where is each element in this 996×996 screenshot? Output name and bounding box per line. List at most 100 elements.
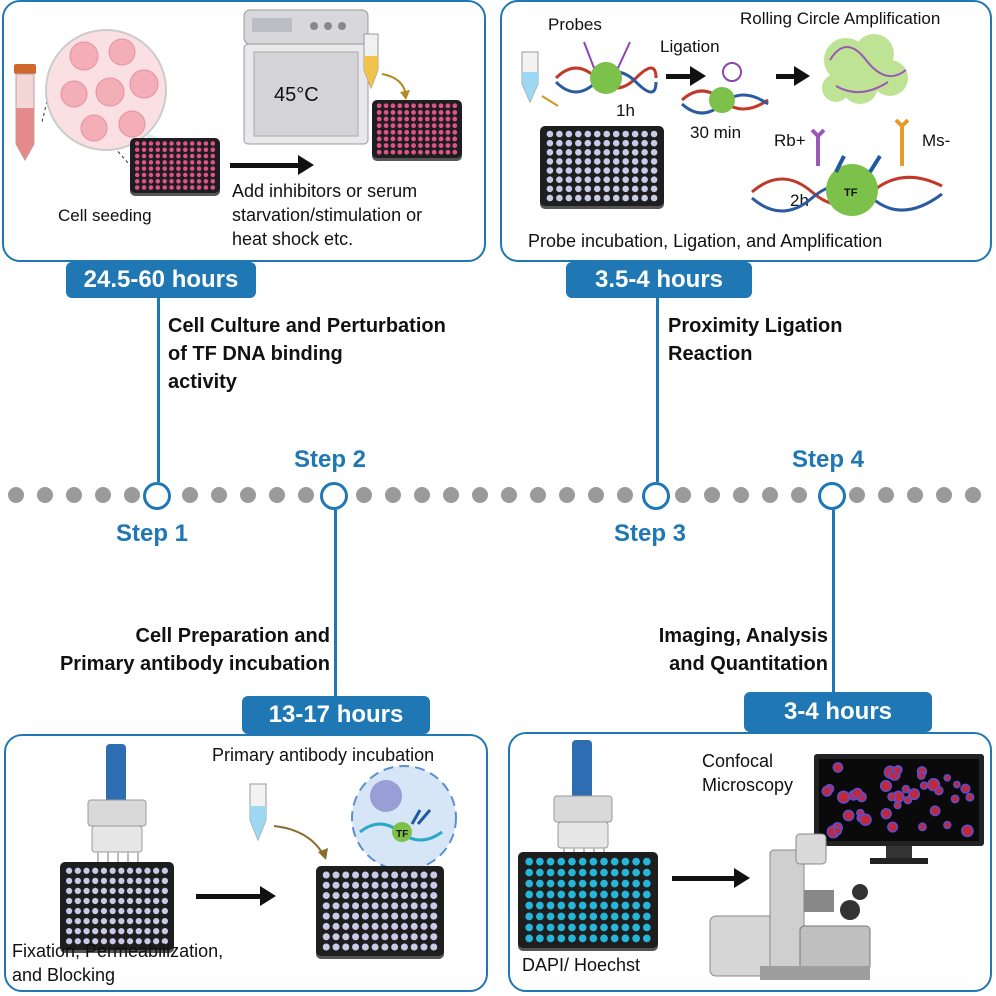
well: [556, 176, 563, 184]
well: [400, 892, 408, 900]
well: [155, 160, 161, 165]
well: [612, 185, 620, 193]
timeline-dot: [269, 487, 285, 503]
well: [603, 139, 611, 147]
well: [391, 892, 399, 900]
well: [546, 176, 554, 184]
well: [352, 912, 360, 920]
well: [631, 148, 639, 156]
well: [371, 892, 379, 900]
well: [431, 116, 437, 122]
well: [445, 110, 451, 115]
well: [400, 912, 408, 920]
pla-footer: Probe incubation, Ligation, and Amplific…: [528, 231, 883, 251]
well: [418, 116, 423, 122]
well: [410, 912, 418, 920]
well: [383, 136, 389, 142]
cell: [960, 783, 971, 794]
well: [584, 194, 592, 202]
well: [322, 933, 330, 941]
fixation-line-2: and Blocking: [12, 965, 116, 985]
timeline-dot: [791, 487, 807, 503]
well: [210, 178, 216, 184]
step2-title-line-1: Cell Preparation and: [135, 625, 331, 647]
well: [438, 143, 444, 148]
well: [424, 103, 430, 109]
step3-marker: [642, 482, 670, 510]
well: [332, 943, 340, 951]
well: [536, 890, 544, 899]
step2-marker: [320, 482, 348, 510]
well: [603, 130, 611, 138]
well: [390, 136, 396, 142]
ms-label: Ms-: [922, 131, 951, 150]
well-grid: [376, 103, 458, 155]
well: [183, 166, 188, 171]
well: [612, 167, 620, 174]
well: [118, 938, 125, 945]
well: [546, 185, 554, 193]
well: [568, 857, 576, 866]
well: [148, 172, 154, 178]
well: [404, 129, 410, 135]
well: [424, 110, 430, 115]
well: [391, 871, 399, 879]
well: [568, 901, 576, 910]
well: [65, 877, 73, 884]
step1-title-line-1: Cell Culture and Perturbation: [168, 315, 446, 337]
well: [641, 139, 648, 147]
rb-label: Rb+: [774, 131, 806, 150]
well: [632, 934, 640, 943]
well: [610, 890, 619, 899]
well: [196, 172, 202, 178]
well: [546, 139, 554, 147]
well: [452, 149, 458, 155]
well: [342, 933, 350, 941]
well: [391, 881, 399, 889]
well: [445, 136, 451, 142]
well: [642, 912, 651, 921]
well: [361, 922, 369, 930]
time-badge-step1: 24.5-60 hours: [66, 262, 256, 298]
well: [189, 153, 195, 159]
well: [196, 153, 202, 159]
timeline-dot: [704, 487, 720, 503]
well: [183, 185, 188, 190]
cell-zoom-icon: [41, 29, 194, 191]
well: [134, 178, 140, 184]
well: [621, 934, 630, 943]
well: [332, 871, 340, 879]
well: [420, 912, 428, 920]
cell: [842, 809, 855, 822]
well: [420, 933, 428, 941]
well: [431, 149, 437, 155]
well: [371, 933, 379, 941]
well: [557, 879, 566, 888]
well: [610, 868, 619, 877]
well: [155, 172, 161, 178]
well: [332, 922, 340, 930]
well: [445, 143, 451, 148]
well: [169, 153, 174, 159]
well: [404, 116, 410, 122]
well: [445, 103, 451, 109]
well: [134, 160, 140, 165]
well: [546, 130, 554, 138]
well: [92, 938, 99, 945]
well: [397, 129, 403, 135]
well: [74, 928, 81, 935]
well: [118, 917, 125, 925]
timeline-dot: [356, 487, 372, 503]
well-grid: [65, 867, 169, 945]
well: [196, 160, 202, 165]
well: [371, 943, 379, 951]
well: [162, 178, 167, 184]
well: [622, 158, 629, 165]
well: [556, 148, 563, 156]
well: [74, 897, 81, 905]
well: [557, 912, 566, 921]
well: [568, 890, 576, 899]
step1-title-line-3: activity: [168, 371, 237, 393]
well: [404, 136, 410, 142]
well: [557, 890, 566, 899]
